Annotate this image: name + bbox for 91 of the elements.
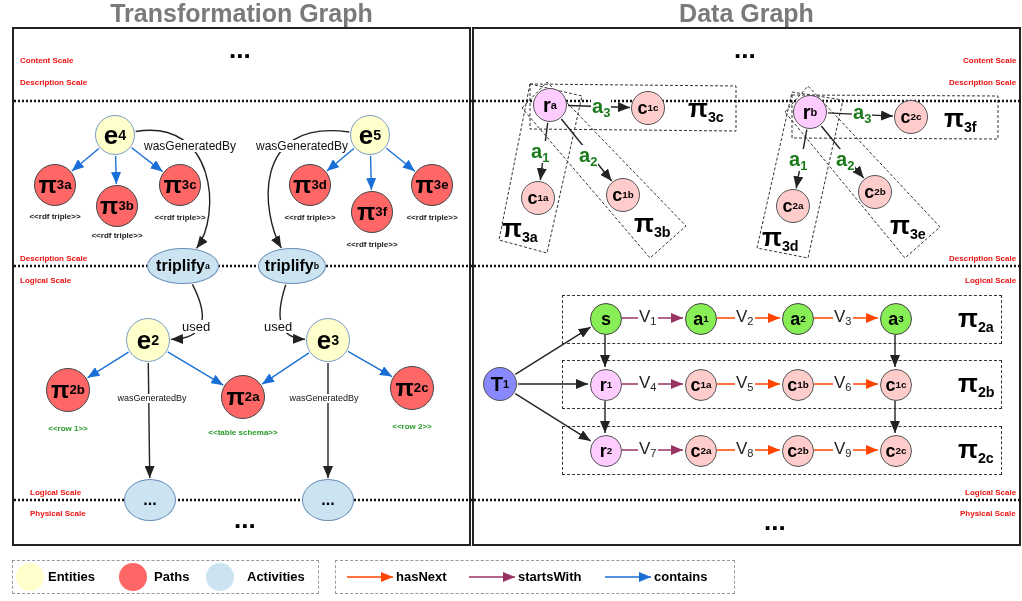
edge-label: V$_{4}$ <box>638 373 658 393</box>
arrow <box>135 129 211 249</box>
legend-label: startsWith <box>518 569 582 584</box>
scale-label: Logical Scale <box>20 275 72 285</box>
edge-label: V$_{2}$ <box>735 307 755 327</box>
stereotype-label: <<rdf triple>> <box>405 213 459 222</box>
arrow <box>366 155 377 191</box>
arrow <box>890 334 900 368</box>
arrow <box>130 147 164 173</box>
arrow <box>600 400 610 434</box>
stereotype-label: <<table schema>> <box>207 428 279 437</box>
scale-label: Content Scale <box>20 55 74 65</box>
ellipsis-mark: ... <box>734 42 756 58</box>
scale-label: Logical Scale <box>30 487 82 497</box>
arrow <box>261 352 310 385</box>
edge-label: V$_{1}$ <box>638 307 658 327</box>
scale-label: Content Scale <box>963 55 1017 65</box>
group-label: π$_{3c}$ <box>688 95 724 125</box>
legend-label: hasNext <box>396 569 447 584</box>
group-label: π$_{3a}$ <box>502 215 538 245</box>
arrow <box>323 362 333 479</box>
legend-label: Paths <box>154 569 190 584</box>
edge-label: wasGeneratedBy <box>288 393 360 403</box>
arrow <box>890 400 900 434</box>
edge-label: used <box>181 319 212 333</box>
scale-label: Description Scale <box>20 77 88 87</box>
stereotype-label: <<row 1>> <box>47 424 89 433</box>
arrow <box>600 334 610 368</box>
scale-label: Logical Scale <box>965 275 1017 285</box>
arrow <box>514 392 592 442</box>
edge-label: V$_{6}$ <box>833 373 853 393</box>
arrow <box>144 362 155 479</box>
panel-title: Data Graph <box>678 0 815 28</box>
scale-label: Description Scale <box>20 253 88 263</box>
edge-label: wasGeneratedBy <box>143 140 238 152</box>
edge-label: V$_{5}$ <box>735 373 755 393</box>
arrow <box>326 147 355 172</box>
edge-label: wasGeneratedBy <box>116 393 188 403</box>
edge-label: V$_{7}$ <box>638 439 658 459</box>
stereotype-label: <<rdf triple>> <box>90 231 144 240</box>
arrow <box>86 351 130 379</box>
arrow <box>820 125 865 179</box>
group-label: π$_{3d}$ <box>762 224 799 254</box>
edge-label: V$_{9}$ <box>833 439 853 459</box>
edge-label: a$_{1}$ <box>530 140 551 164</box>
stereotype-label: <<rdf triple>> <box>345 240 399 249</box>
ellipsis-mark: ... <box>764 514 786 530</box>
scale-label: Physical Scale <box>30 508 86 518</box>
stereotype-label: <<rdf triple>> <box>28 212 82 221</box>
group-label: π$_{3f}$ <box>944 105 977 135</box>
arrow <box>514 326 592 376</box>
arrow <box>167 351 224 386</box>
arrow <box>793 129 808 189</box>
vertex-circle: s <box>590 303 622 335</box>
group-label: π$_{2a}$ <box>958 305 994 335</box>
group-label: π$_{2c}$ <box>958 436 994 466</box>
edge-label: a$_{1}$ <box>788 148 809 172</box>
stereotype-label: <<rdf triple>> <box>153 213 207 222</box>
edge-label: a$_{2}$ <box>578 144 599 168</box>
arrow <box>385 147 416 172</box>
group-label: π$_{3b}$ <box>634 210 671 240</box>
activity-ellipse: ... <box>302 479 354 521</box>
scale-label: Description Scale <box>949 253 1017 263</box>
group-label: π$_{3e}$ <box>890 212 926 242</box>
edge-label: wasGeneratedBy <box>255 140 350 152</box>
legend-label: Entities <box>48 569 95 584</box>
group-label: π$_{2b}$ <box>958 370 995 400</box>
edge-label: a$_{3}$ <box>852 101 873 125</box>
activity-ellipse: ... <box>124 479 176 521</box>
edge-label: used <box>263 319 294 333</box>
ellipsis-mark: ... <box>229 42 251 58</box>
legend-label: contains <box>654 569 708 584</box>
scale-label: Logical Scale <box>965 487 1017 497</box>
stereotype-label: <<row 2>> <box>391 422 433 431</box>
arrow <box>517 379 589 389</box>
arrow <box>536 122 549 181</box>
arrow <box>71 147 100 172</box>
arrow <box>716 379 781 389</box>
stereotype-label: <<rdf triple>> <box>283 213 337 222</box>
arrow <box>347 350 393 378</box>
edge-label: V$_{8}$ <box>735 439 755 459</box>
panel-title: Transformation Graph <box>109 0 374 28</box>
edge-label: a$_{2}$ <box>835 148 856 172</box>
arrow <box>111 155 122 185</box>
arrow <box>267 130 350 249</box>
scale-label: Physical Scale <box>960 508 1016 518</box>
legend-label: Activities <box>247 569 305 584</box>
ellipsis-mark: ... <box>234 512 256 528</box>
edge-label: V$_{3}$ <box>833 307 853 327</box>
scale-label: Description Scale <box>949 77 1017 87</box>
arrow <box>621 445 684 455</box>
